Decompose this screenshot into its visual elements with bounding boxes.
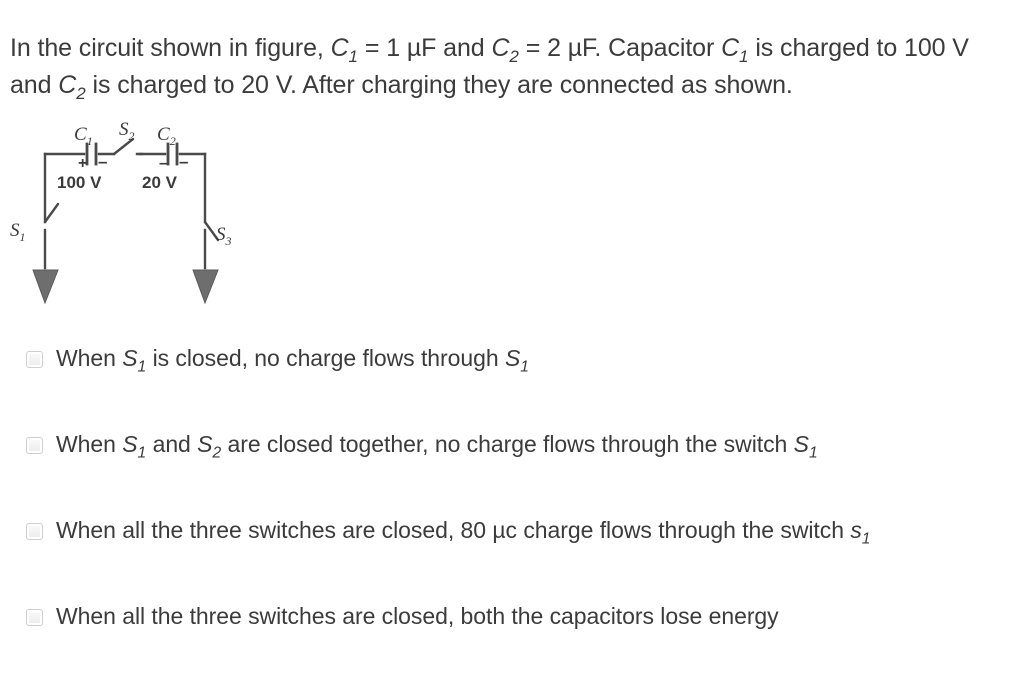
option-2-symbol-s2: S2 bbox=[197, 431, 221, 462]
question-text-d: is charged to 100 V and bbox=[10, 34, 969, 99]
option-row-1[interactable]: When S1 is closed, no charge flows throu… bbox=[0, 344, 1024, 388]
symbol-base: S bbox=[793, 431, 809, 457]
option-2-seg-4: are closed together, no charge flows thr… bbox=[221, 431, 794, 457]
symbol-c1: C1 bbox=[330, 34, 359, 66]
symbol-c2-second: C2 bbox=[58, 70, 86, 103]
option-row-2[interactable]: When S1 and S2 are closed together, no c… bbox=[0, 430, 1024, 474]
question-text-e: is charged to 20 V. After charging they … bbox=[85, 70, 793, 99]
symbol-base: S bbox=[504, 345, 521, 371]
option-2-seg-0: When bbox=[56, 431, 123, 457]
question-text-a: In the circuit shown in figure, bbox=[10, 34, 331, 62]
option-label-2: When S1 and S2 are closed together, no c… bbox=[56, 430, 818, 464]
option-checkbox-4[interactable] bbox=[26, 609, 43, 626]
option-1-symbol-s1: S1 bbox=[122, 345, 146, 376]
symbol-subscript: 2 bbox=[212, 444, 222, 462]
answer-options-list: When S1 is closed, no charge flows throu… bbox=[0, 344, 1024, 688]
option-checkbox-1[interactable] bbox=[26, 351, 43, 368]
circuit-svg: + – – – C1 S2 C2 S1 S3 100 V 20 V bbox=[10, 119, 232, 305]
c2-plus-sign: – bbox=[159, 155, 168, 172]
option-label-4: When all the three switches are closed, … bbox=[56, 602, 779, 632]
circuit-diagram: + – – – C1 S2 C2 S1 S3 100 V 20 V bbox=[0, 118, 300, 318]
symbol-subscript: 1 bbox=[520, 358, 529, 376]
option-2-seg-2: and bbox=[146, 431, 198, 457]
option-2-symbol-s1: S1 bbox=[793, 431, 818, 462]
symbol-subscript: 1 bbox=[137, 358, 147, 376]
question-stem: In the circuit shown in figure, C1 = 1 µ… bbox=[10, 32, 1010, 105]
option-label-3: When all the three switches are closed, … bbox=[56, 516, 870, 550]
option-1-seg-0: When bbox=[56, 345, 123, 371]
c1-minus-sign: – bbox=[98, 152, 107, 171]
symbol-subscript: 1 bbox=[861, 530, 871, 548]
symbol-base: S bbox=[197, 431, 213, 457]
label-voltage-c2: 20 V bbox=[142, 173, 178, 192]
label-s3: S3 bbox=[216, 224, 232, 248]
label-voltage-c1: 100 V bbox=[57, 173, 102, 192]
symbol-base: S bbox=[122, 345, 138, 371]
switch-s2-blade bbox=[112, 137, 135, 156]
option-label-1: When S1 is closed, no charge flows throu… bbox=[56, 344, 529, 378]
symbol-c2: C2 bbox=[491, 34, 519, 66]
option-1-symbol-s1: S1 bbox=[504, 345, 529, 376]
symbol-base: s bbox=[850, 517, 862, 543]
ground-arrow-right bbox=[192, 269, 219, 305]
label-s1: S1 bbox=[10, 220, 26, 244]
option-2-symbol-s1: S1 bbox=[122, 431, 146, 462]
label-s2: S2 bbox=[119, 119, 135, 143]
question-text-b: = 1 µF and bbox=[358, 34, 492, 62]
label-c1: C1 bbox=[74, 124, 93, 148]
option-3-seg-0: When all the three switches are closed, … bbox=[56, 517, 851, 543]
symbol-c1-second: C1 bbox=[721, 34, 749, 66]
label-c2: C2 bbox=[157, 124, 176, 148]
symbol-base: S bbox=[122, 431, 138, 457]
option-3-symbol-s1: s1 bbox=[850, 517, 870, 548]
option-checkbox-2[interactable] bbox=[26, 437, 43, 454]
switch-s1-blade bbox=[43, 202, 60, 224]
symbol-subscript: 1 bbox=[137, 444, 147, 462]
option-row-4[interactable]: When all the three switches are closed, … bbox=[0, 602, 1024, 646]
switch-s3-blade bbox=[203, 220, 220, 242]
option-checkbox-3[interactable] bbox=[26, 523, 43, 540]
question-text-c: = 2 µF. Capacitor bbox=[518, 34, 722, 62]
symbol-subscript: 1 bbox=[808, 444, 818, 462]
c2-minus-sign: – bbox=[179, 152, 188, 171]
option-4-seg-0: When all the three switches are closed, … bbox=[56, 603, 779, 629]
option-1-seg-2: is closed, no charge flows through bbox=[146, 345, 505, 371]
option-row-3[interactable]: When all the three switches are closed, … bbox=[0, 516, 1024, 560]
ground-arrow-left bbox=[32, 269, 59, 305]
c1-plus-sign: + bbox=[78, 155, 87, 172]
